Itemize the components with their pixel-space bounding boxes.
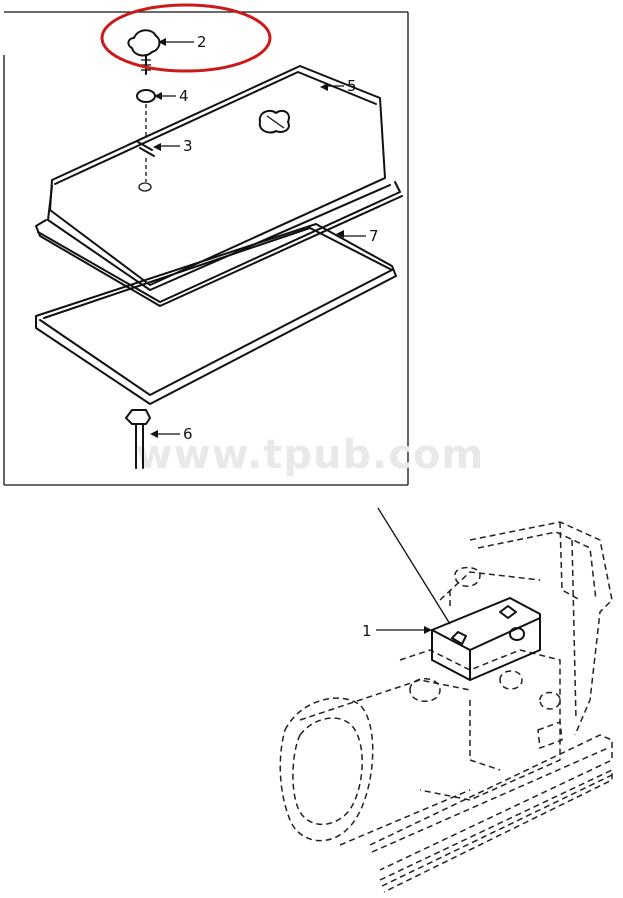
highlight-circle <box>100 3 272 73</box>
callout-6: 6 <box>183 425 193 443</box>
callout-2: 2 <box>197 33 207 51</box>
callout-7: 7 <box>369 227 379 245</box>
valve-cover <box>35 65 403 307</box>
gasket <box>35 223 397 405</box>
callout-leaders <box>150 38 366 438</box>
callout-5: 5 <box>347 77 357 95</box>
washer <box>136 89 156 103</box>
callout-1: 1 <box>362 622 372 640</box>
callout-4: 4 <box>179 87 189 105</box>
bolt <box>125 409 151 469</box>
detail-frame <box>3 11 409 486</box>
callout-3: 3 <box>183 137 193 155</box>
watermark-text: www.tpub.com <box>136 432 484 478</box>
sleeve <box>137 141 155 157</box>
engine-locator-view <box>279 507 613 893</box>
